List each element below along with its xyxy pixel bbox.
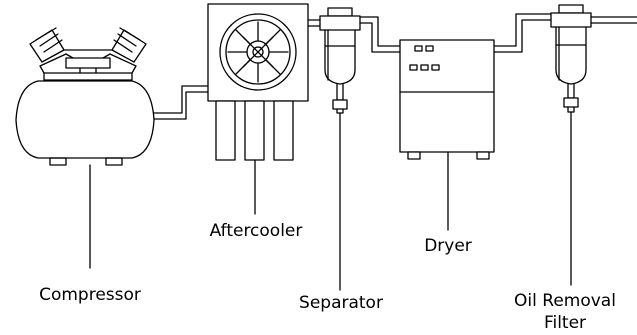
aftercooler xyxy=(207,3,309,215)
compressor xyxy=(15,27,155,166)
pipe-4 xyxy=(493,13,552,53)
label-compressor: Compressor xyxy=(39,285,141,305)
pipe-1 xyxy=(153,85,209,120)
label-aftercooler: Aftercooler xyxy=(209,221,303,241)
separator xyxy=(319,7,361,291)
pipe-3 xyxy=(359,16,401,53)
label-separator: Separator xyxy=(299,293,383,313)
pipe-5 xyxy=(590,16,637,24)
label-dryer: Dryer xyxy=(424,236,472,256)
pipe-2 xyxy=(307,19,321,27)
oil-removal-filter xyxy=(550,4,592,286)
label-oil-removal-filter: Oil Removal Filter xyxy=(514,291,616,333)
dryer xyxy=(399,39,495,231)
